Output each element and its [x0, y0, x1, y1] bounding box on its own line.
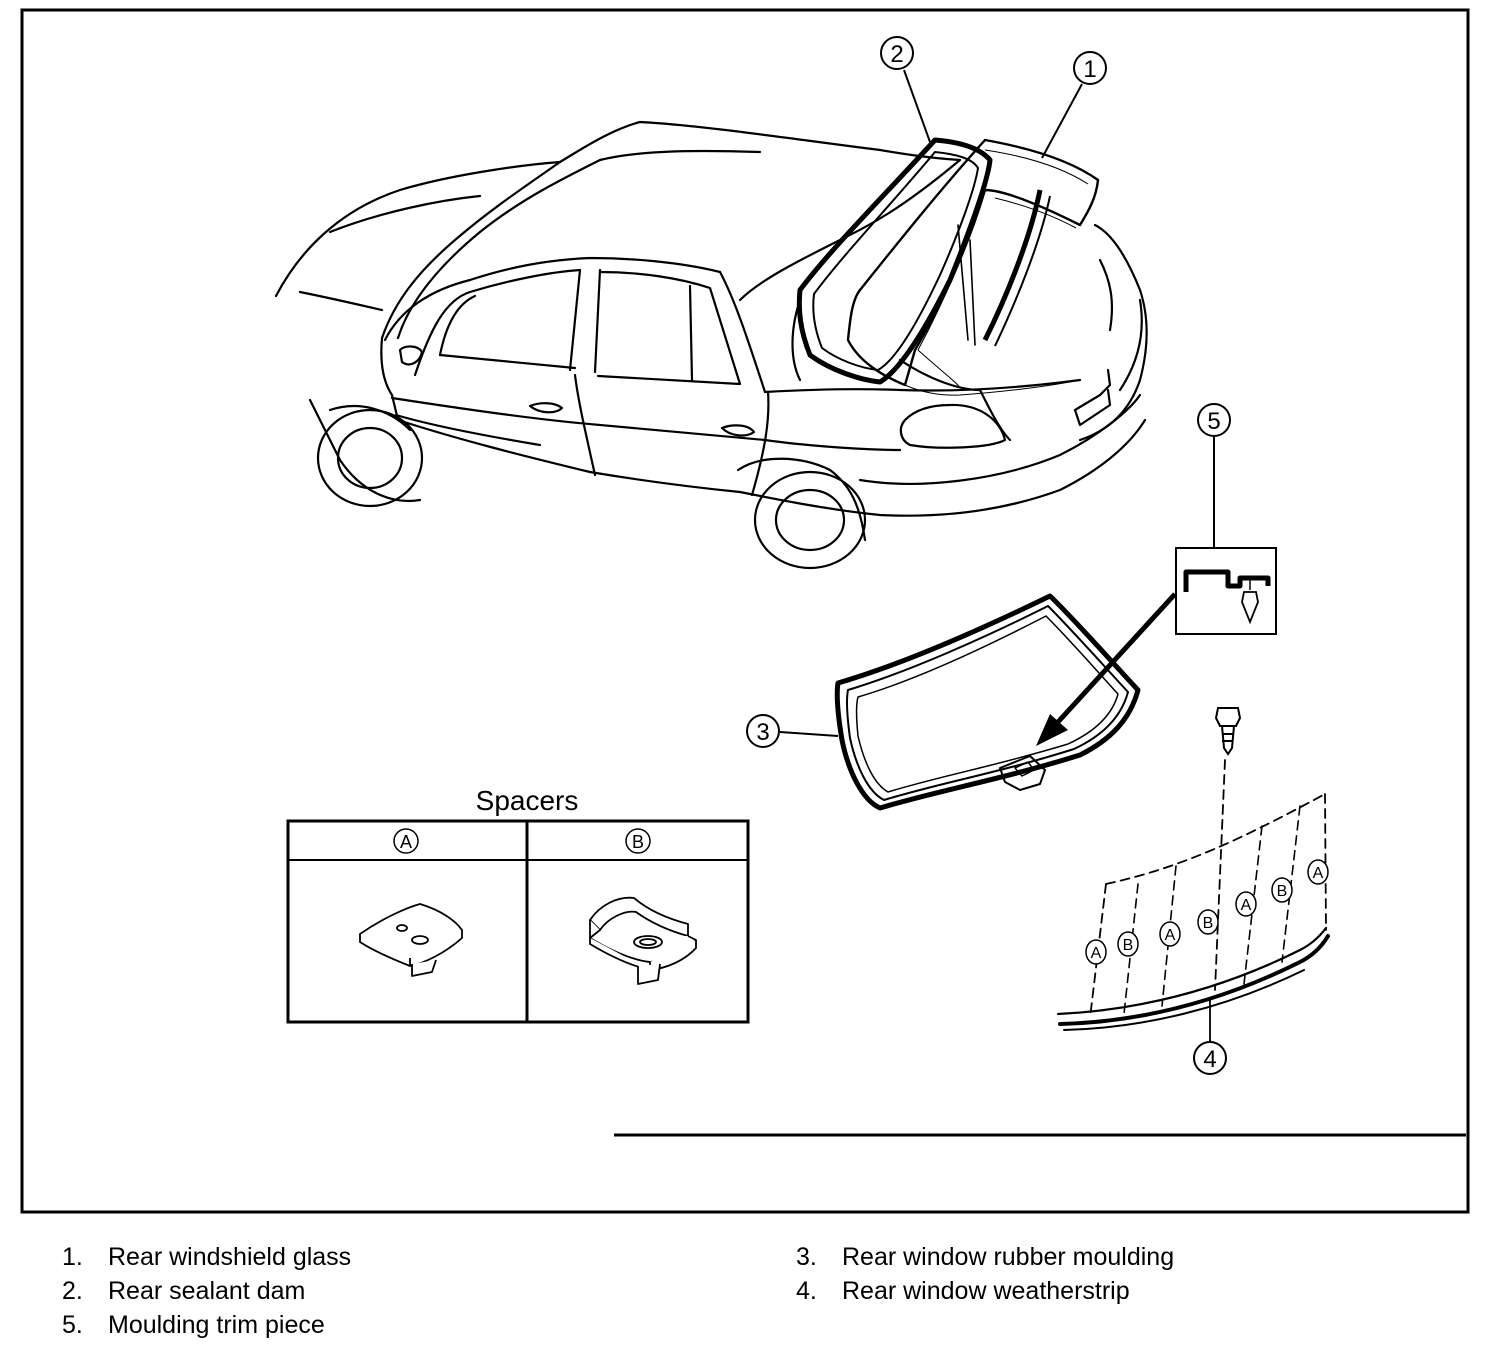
spacers-column-b: B — [632, 832, 644, 852]
weatherstrip-label: A — [1165, 927, 1176, 944]
weatherstrip-spacer-markers — [1085, 859, 1329, 965]
weatherstrip-label: A — [1241, 897, 1252, 914]
legend-number: 5. — [62, 1311, 83, 1339]
spacer-b-illustration — [589, 896, 697, 985]
legend-item-2: 2. Rear sealant dam — [62, 1274, 351, 1308]
weatherstrip-label: B — [1203, 915, 1214, 932]
spacers-title: Spacers — [476, 785, 579, 816]
spacers-column-a: A — [400, 832, 412, 852]
callout-2: 2 — [890, 41, 903, 68]
callout-numbers: 1 2 3 4 5 — [756, 41, 1220, 1073]
callout-5: 5 — [1207, 408, 1220, 435]
callout-leaders — [779, 69, 1215, 1044]
rear-window-rubber-moulding — [834, 593, 1141, 811]
callout-4: 4 — [1203, 1046, 1216, 1073]
spacers-table — [286, 819, 750, 1024]
legend-item-5: 5. Moulding trim piece — [62, 1308, 351, 1342]
legend-right-column: 3. Rear window rubber moulding 4. Rear w… — [796, 1240, 1174, 1308]
legend-left-column: 1. Rear windshield glass 2. Rear sealant… — [62, 1240, 351, 1342]
legend-number: 1. — [62, 1243, 83, 1271]
legend-item-3: 3. Rear window rubber moulding — [796, 1240, 1174, 1274]
car-illustration — [274, 120, 1148, 570]
legend-label: Rear sealant dam — [108, 1277, 306, 1305]
legend-item-4: 4. Rear window weatherstrip — [796, 1274, 1174, 1308]
legend-number: 2. — [62, 1277, 83, 1305]
legend-label: Moulding trim piece — [108, 1311, 325, 1339]
legend-label: Rear windshield glass — [108, 1243, 352, 1271]
weatherstrip-label: B — [1123, 937, 1134, 954]
weatherstrip-label: B — [1277, 883, 1288, 900]
weatherstrip-label: A — [1091, 945, 1102, 962]
legend-number: 3. — [796, 1243, 817, 1271]
weatherstrip-label: A — [1313, 865, 1324, 882]
legend-item-1: 1. Rear windshield glass — [62, 1240, 351, 1274]
detail-arrow — [1036, 592, 1177, 746]
callout-circles — [746, 36, 1231, 1075]
bolt — [1214, 707, 1242, 756]
rear-windshield-glass — [846, 138, 1100, 396]
moulding-trim-piece — [1175, 547, 1277, 635]
callout-3: 3 — [756, 719, 769, 746]
legend-label: Rear window rubber moulding — [842, 1243, 1175, 1271]
legend-label: Rear window weatherstrip — [842, 1277, 1130, 1305]
diagram-frame — [20, 8, 1470, 1214]
callout-1: 1 — [1083, 56, 1096, 83]
weatherstrip-spacer-labels: A B A B A B A — [1091, 865, 1324, 962]
legend-number: 4. — [796, 1277, 817, 1305]
spacer-a-illustration — [359, 903, 463, 977]
